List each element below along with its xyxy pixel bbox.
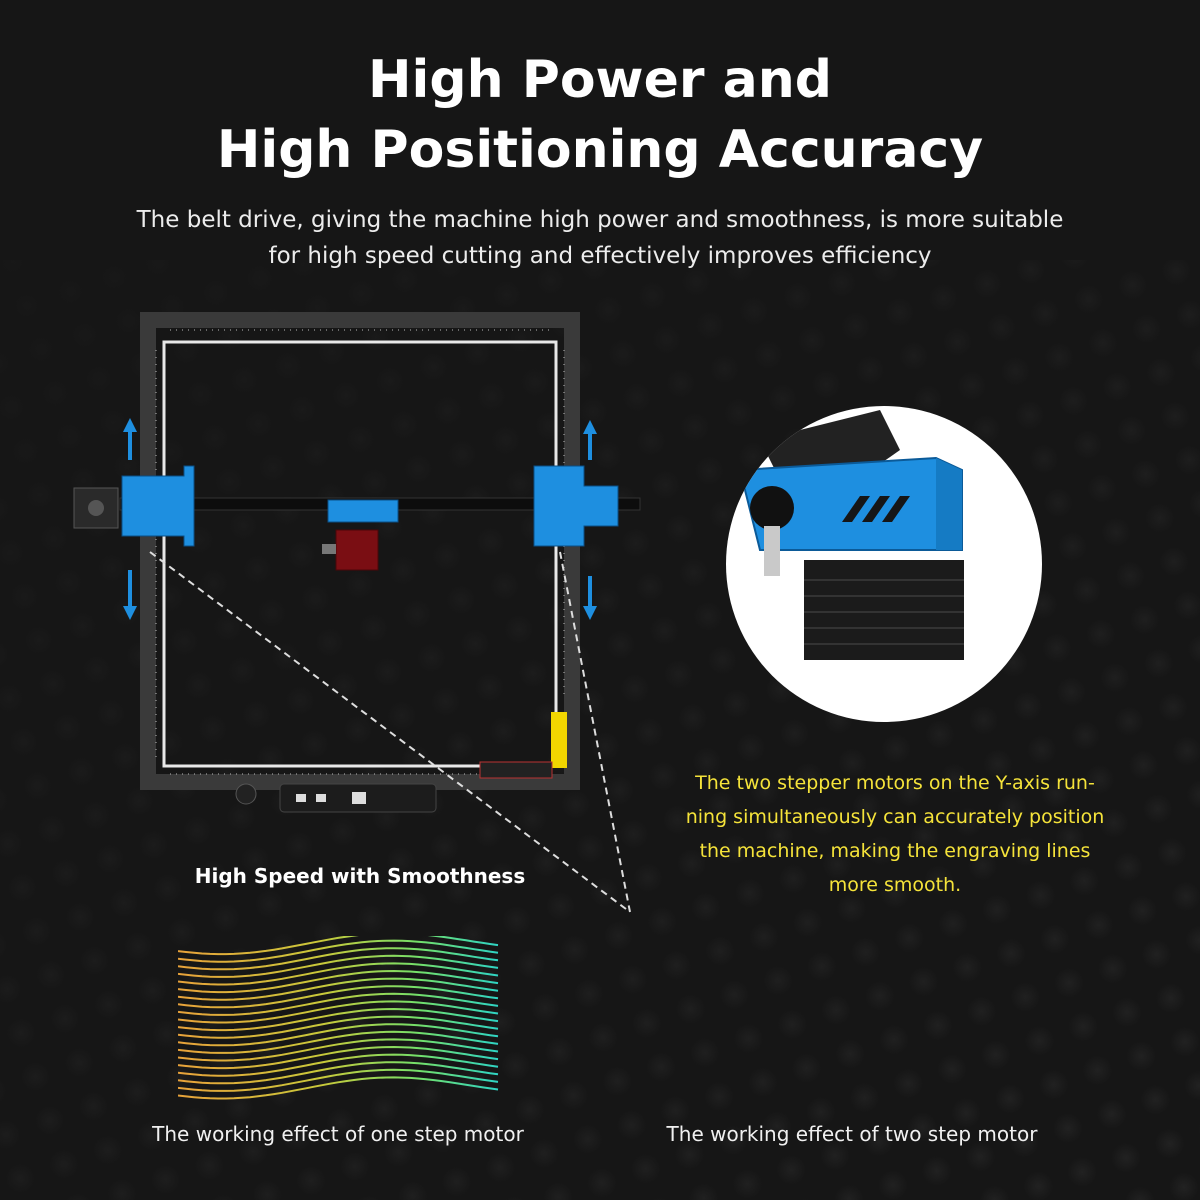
- wavy-line: [178, 1015, 499, 1039]
- laser-engraver-illustration: [73, 312, 641, 913]
- wavy-line: [178, 1053, 499, 1077]
- wavy-line: [178, 954, 499, 978]
- one-motor-wavy-lines: [178, 936, 499, 1100]
- wavy-line: [178, 969, 499, 994]
- vent-slots: [842, 496, 910, 522]
- page-title-line-2: High Positioning Accuracy: [216, 120, 984, 180]
- subtitle-line-1: The belt drive, giving the machine high …: [136, 207, 1064, 233]
- motor-description-line-1: The two stepper motors on the Y-axis run…: [695, 772, 1095, 794]
- wavy-line: [178, 1045, 499, 1070]
- motor-description-line-3: the machine, making the engraving lines: [699, 840, 1091, 862]
- wavy-line: [178, 1007, 499, 1032]
- motor-description-line-4: more smooth.: [828, 874, 962, 896]
- zoom-line-2: [559, 551, 631, 913]
- stepper-motor-closeup: [726, 406, 1042, 722]
- wavy-line: [178, 985, 499, 1009]
- wavy-line: [178, 936, 499, 956]
- power-port: [316, 794, 326, 802]
- movement-arrows: [123, 418, 597, 620]
- power-knob: [235, 783, 257, 805]
- wavy-line: [178, 1076, 499, 1100]
- wavy-line: [178, 977, 499, 1001]
- usb-port: [296, 794, 306, 802]
- wavy-line: [178, 1023, 499, 1047]
- laser-head: [322, 499, 399, 571]
- work-area-border: [162, 340, 558, 768]
- left-y-carriage: [73, 465, 195, 547]
- one-motor-caption: The working effect of one step motor: [152, 1122, 524, 1146]
- wavy-line: [178, 947, 499, 971]
- wavy-line: [178, 962, 499, 986]
- shaft: [764, 526, 780, 576]
- machine-frame: [140, 312, 580, 790]
- two-motor-straight-lines: [688, 947, 1010, 1100]
- switch: [352, 792, 366, 804]
- wavy-line: [178, 1038, 499, 1062]
- page-title-line-1: High Power and: [368, 50, 832, 110]
- machine-caption: High Speed with Smoothness: [194, 864, 526, 888]
- subtitle-line-2: for high speed cutting and effectively i…: [268, 243, 932, 269]
- warning-sticker: [479, 761, 553, 779]
- wavy-line: [178, 1061, 499, 1085]
- two-motor-caption: The working effect of two step motor: [666, 1122, 1038, 1146]
- motor-description-line-2: ning simultaneously can accurately posit…: [685, 806, 1105, 828]
- right-y-carriage: [533, 465, 619, 547]
- wavy-line: [178, 1000, 499, 1024]
- wavy-line: [178, 939, 499, 963]
- wavy-line: [178, 1030, 499, 1054]
- zoom-line-1: [149, 551, 631, 913]
- wavy-line: [178, 1068, 499, 1092]
- pulley: [750, 486, 794, 530]
- wavy-line: [178, 992, 499, 1016]
- yellow-label: [551, 712, 567, 768]
